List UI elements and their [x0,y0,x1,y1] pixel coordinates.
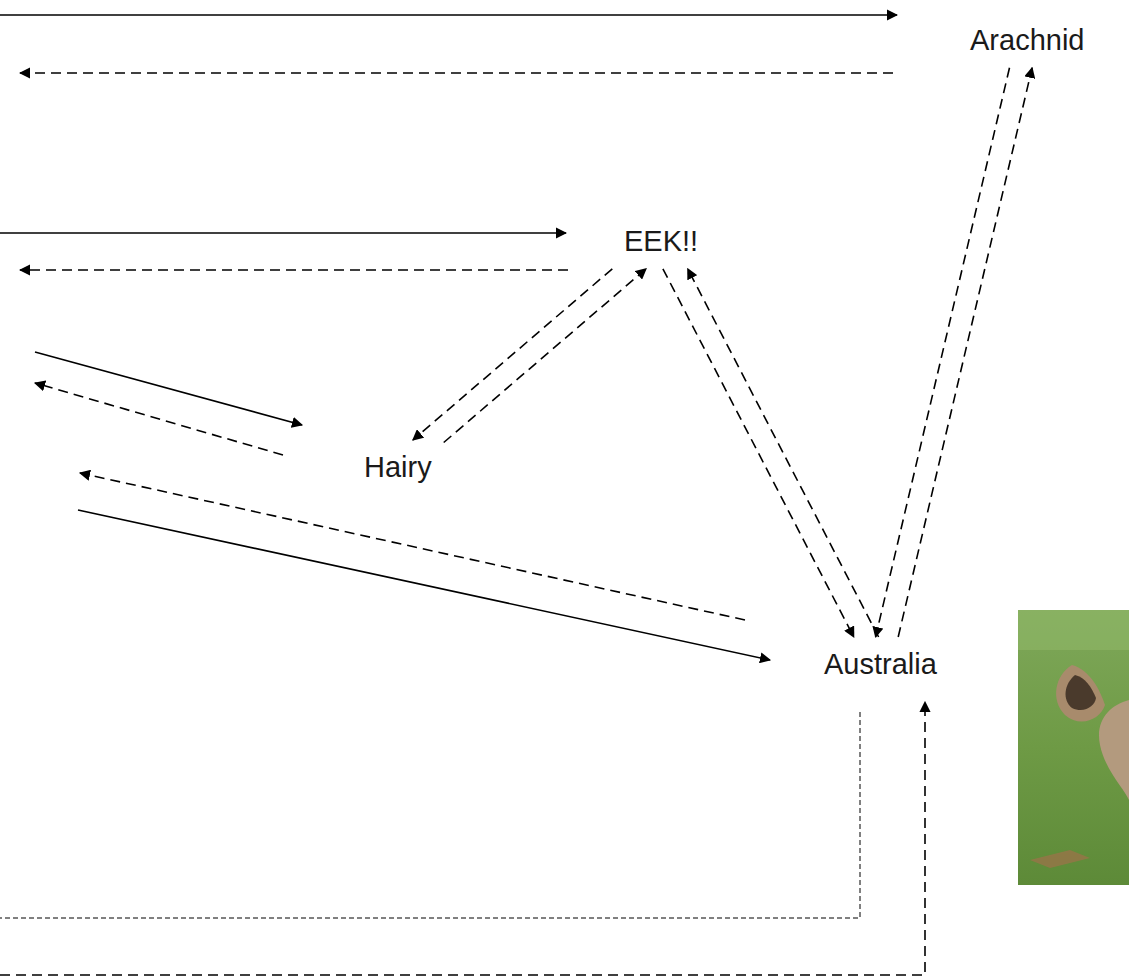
node-label: EEK!! [624,224,698,259]
dashed-arrow [20,72,893,74]
solid-arrow [78,510,770,660]
node-label: Arachnid [970,23,1084,58]
kangaroo-photo [1018,610,1129,885]
dashed-arrow [688,269,879,637]
dashed-arrow [0,702,925,975]
solid-arrow [0,232,566,234]
node-label: Hairy [364,450,432,485]
dashed-arrow [20,269,568,271]
text-node: Arachnid [966,21,1088,60]
dashed-arrow [444,269,646,443]
dashed-arrow [876,68,1010,637]
text-node: EEK!! [620,222,702,261]
dashed-arrow [898,68,1032,637]
dashed-arrow [80,473,745,620]
text-node: Australia [820,645,941,684]
dashed-arrow [35,383,283,455]
dashed-line [0,712,860,918]
node-label: Australia [824,647,937,682]
dashed-arrow [413,269,612,440]
solid-arrow [0,14,897,16]
solid-arrow [35,352,302,425]
text-node: Hairy [360,448,436,487]
dashed-arrow [663,269,854,637]
